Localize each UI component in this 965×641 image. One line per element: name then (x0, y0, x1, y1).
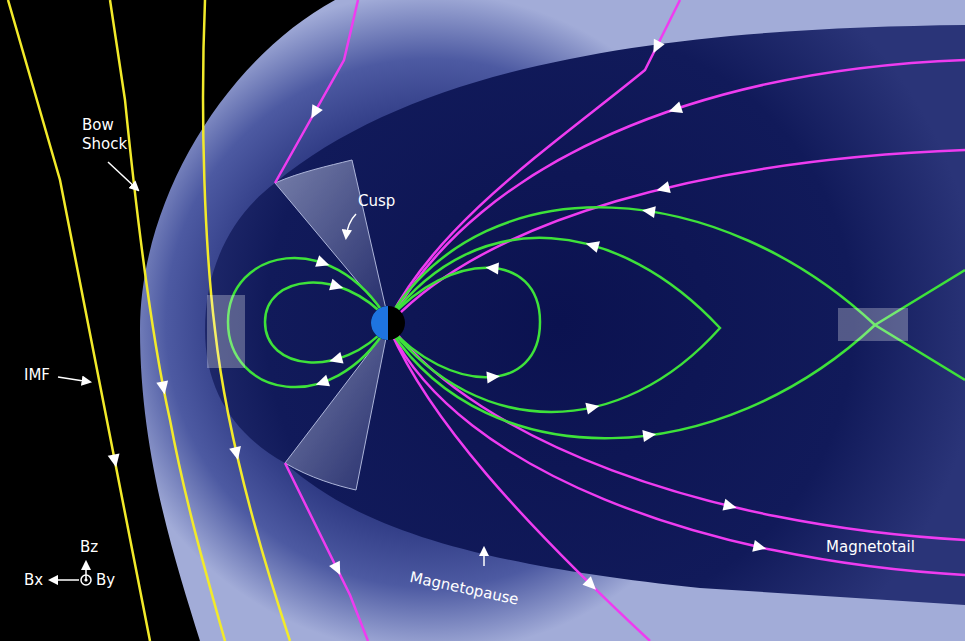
axis-dot (84, 578, 87, 581)
open-field-line (390, 0, 680, 318)
magnetosheath (140, 0, 965, 641)
field-direction-arrow (306, 104, 323, 121)
bow-shock-label: Bow Shock (82, 116, 127, 154)
open-field-line (275, 0, 358, 183)
tail-reconnection-region (838, 308, 908, 341)
reconnecting-field-line (390, 270, 965, 438)
leader-line (346, 214, 356, 238)
leader-line (58, 377, 90, 382)
cusp-funnel (275, 160, 388, 318)
field-direction-arrow (667, 102, 683, 117)
imf-label: IMF (24, 366, 50, 385)
cusp-funnel (285, 328, 388, 490)
closed-field-line (390, 238, 720, 412)
field-direction-arrow (108, 453, 122, 468)
axis-label: Bx (24, 571, 43, 590)
field-direction-arrow (329, 279, 345, 294)
open-field-line (392, 60, 965, 318)
imf-line (8, 0, 150, 641)
field-direction-arrow (584, 238, 600, 253)
field-direction-arrow (485, 261, 499, 274)
field-direction-arrow (314, 375, 330, 391)
field-direction-arrow (329, 561, 346, 578)
field-direction-arrow (641, 204, 656, 218)
field-direction-arrow (229, 446, 244, 461)
field-direction-arrow (328, 352, 344, 367)
field-direction-arrow (582, 576, 600, 594)
open-field-line (392, 328, 965, 540)
earth-day-side (371, 306, 388, 340)
leader-line (108, 162, 138, 190)
open-field-line (285, 463, 368, 641)
field-direction-arrow (315, 255, 331, 271)
axis-arrow (85, 562, 87, 580)
field-direction-arrow (486, 370, 500, 383)
magnetopause-label: Magnetopause (408, 568, 520, 610)
closed-field-line (265, 283, 388, 363)
field-direction-arrow (585, 400, 600, 415)
cusp-label: Cusp (358, 192, 395, 211)
axis-label: By (96, 571, 115, 590)
axis-out-of-page (81, 575, 91, 585)
dayside-reconnection-region (207, 295, 245, 368)
field-direction-arrow (655, 181, 670, 196)
field-direction-arrow (723, 499, 738, 514)
arrowheads (108, 39, 768, 594)
reconnecting-field-line (390, 207, 965, 380)
field-direction-arrow (752, 540, 767, 555)
earth-night-side (371, 306, 405, 340)
magnetotail-label: Magnetotail (826, 538, 915, 557)
field-direction-arrow (642, 428, 656, 442)
axis-arrow (50, 579, 79, 581)
leader-line (483, 548, 485, 566)
closed-field-line (228, 258, 388, 387)
field-direction-arrow (648, 39, 665, 56)
closed-field-line (388, 268, 540, 378)
axis-label: Bz (80, 538, 98, 557)
field-direction-arrow (156, 381, 170, 396)
magnetosphere (205, 25, 965, 605)
imf-line (203, 0, 290, 641)
